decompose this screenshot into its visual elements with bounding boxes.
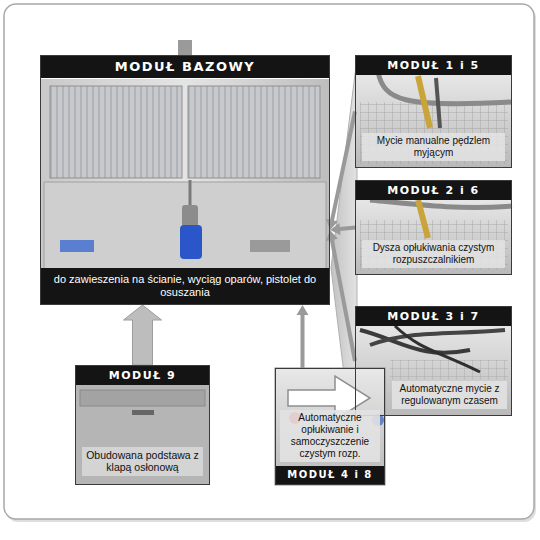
frame [4,4,534,519]
hose [370,330,505,345]
module-description: Obudowana podstawa z klapą osłonową [82,447,203,476]
module-1-photo [355,72,512,168]
gun-hose [189,180,192,205]
module-description: Automatyczne mycie z regulowanym czasem [392,381,507,409]
hose [395,326,480,372]
connector-arrow [326,111,357,230]
basket-grid [360,220,508,270]
filter-panel [50,86,182,178]
tank [44,182,326,269]
filter-panel [188,86,320,178]
base-photo [40,40,330,269]
module-title: MODUŁ 2 i 6 [356,181,511,200]
module-title: MODUŁ 3 i 7 [356,307,511,326]
cover-flap [80,390,205,406]
basket-grid [390,360,508,380]
module-description: Mycie manualne pędzlem myjącym [362,133,505,161]
module-2-photo [355,197,512,275]
photo-ground [355,197,512,275]
drying-gun [180,225,202,259]
module-9-photo [75,385,210,485]
logo-plate [250,240,290,252]
module-box: MODUŁ 4 i 8 Automatyczne opłukiwanie i sa… [275,368,385,485]
basket-grid [360,102,508,164]
gun-nozzle [182,205,198,227]
module-description: Automatyczne opłukiwanie i samoczyszczen… [280,410,380,462]
module-4-photo [275,368,385,485]
brush [418,76,430,128]
module-title: MODUŁ 1 i 5 [356,56,511,75]
nozzle [418,200,428,238]
module-box: MODUŁ 3 i 7 Automatyczne mycie z regulowa… [355,306,512,416]
hose [370,200,512,207]
connector-arrow [297,305,309,368]
handle [132,410,154,415]
brush-handle [436,78,440,128]
hose [378,72,512,104]
connector-arrow [330,223,355,235]
photo-ground [355,72,512,168]
photo-ground [75,385,210,485]
module-box: MODUŁ BAZOWY do zawieszenia na ścianie, w… [40,55,330,305]
module-title: MODUŁ 4 i 8 [276,466,384,484]
module-box: MODUŁ 2 i 6 Dysza opłukiwania czystym roz… [355,180,512,275]
module-description: Dysza opłukiwania czystym rozpuszczalnik… [362,240,505,268]
cabinet [40,79,330,269]
logo-plate [60,240,94,252]
module-title: MODUŁ 9 [76,366,209,385]
module-description: do zawieszenia na ścianie, wyciąg oparów… [41,268,329,304]
module-box: MODUŁ 9 Obudowana podstawa z klapą osłono… [75,365,210,485]
connector-arrow [124,305,162,365]
photo-ground [275,368,385,485]
connector-arrow [326,230,357,361]
module-title: MODUŁ BAZOWY [41,56,329,78]
module-box: MODUŁ 1 i 5 Mycie manualne pędzlem myjący… [355,55,512,168]
